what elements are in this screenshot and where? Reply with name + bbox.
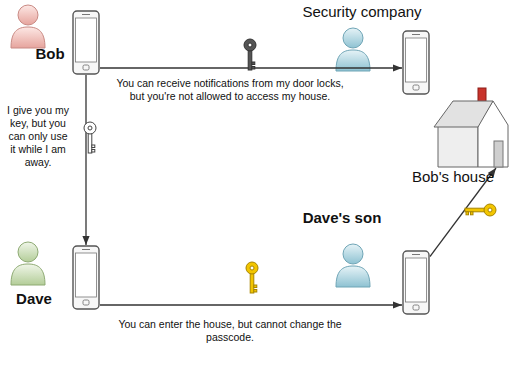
key-tooth xyxy=(254,290,257,293)
key-shaft xyxy=(465,208,485,212)
house-door xyxy=(494,141,503,167)
arrow-connector xyxy=(100,67,402,68)
key-icon xyxy=(465,204,496,216)
key-tooth xyxy=(92,145,95,148)
person-body xyxy=(11,264,45,285)
key-shaft xyxy=(88,133,92,153)
person-icon xyxy=(336,244,370,287)
phone-speaker xyxy=(82,14,90,15)
person-icon xyxy=(11,242,45,285)
phone-speaker xyxy=(412,254,420,255)
phone-node: Dave's son xyxy=(402,250,430,315)
key-tooth xyxy=(471,212,474,215)
phone-body xyxy=(403,31,429,94)
node-name: Dave xyxy=(12,290,56,308)
person-icon xyxy=(11,5,45,48)
phone-body xyxy=(73,11,99,74)
phone-icon xyxy=(402,250,430,315)
person-icon xyxy=(336,28,370,71)
house-node: Bob's house xyxy=(432,85,512,168)
phone-icon xyxy=(72,245,100,310)
phone-screen xyxy=(76,253,97,297)
phone-button xyxy=(83,65,89,70)
phone-node: Bob xyxy=(72,10,100,75)
person-body xyxy=(336,266,370,287)
key-tooth xyxy=(252,62,255,65)
key-hole xyxy=(250,266,254,270)
phone-screen xyxy=(76,18,97,62)
key-hole xyxy=(88,126,92,130)
phone-icon xyxy=(402,30,430,95)
phone-icon xyxy=(72,10,100,75)
node-name: Bob xyxy=(28,45,72,63)
key-shaft xyxy=(250,273,254,293)
key-tooth xyxy=(252,67,255,70)
edge-label: You can receive notifications from my do… xyxy=(110,77,350,103)
person-head xyxy=(18,242,38,262)
phone-speaker xyxy=(82,249,90,250)
phone-button xyxy=(413,305,419,310)
arrow-connector xyxy=(100,304,402,305)
key-icon xyxy=(84,122,96,153)
house-roof xyxy=(434,101,493,127)
phone-screen xyxy=(406,258,427,302)
key-icon xyxy=(246,262,258,293)
person-head xyxy=(343,244,363,264)
phone-body xyxy=(403,251,429,314)
node-name: Dave's son xyxy=(296,209,388,227)
phone-body xyxy=(73,246,99,309)
phone-node: Security company xyxy=(402,30,430,95)
key-hole xyxy=(488,208,492,212)
node-name: Bob's house xyxy=(410,168,496,186)
phone-node: Dave xyxy=(72,245,100,310)
person-head xyxy=(18,5,38,25)
key-head xyxy=(84,122,96,134)
phone-screen xyxy=(406,38,427,82)
house-side-wall xyxy=(438,125,478,167)
phone-button xyxy=(413,85,419,90)
person-body xyxy=(11,27,45,48)
edge-label: You can enter the house, but cannot chan… xyxy=(110,318,350,344)
key-icon xyxy=(244,39,256,70)
key-head xyxy=(244,39,256,51)
arrow-connector xyxy=(85,75,86,245)
key-tooth xyxy=(254,285,257,288)
key-shaft xyxy=(248,50,252,70)
key-head xyxy=(246,262,258,274)
person-body xyxy=(336,50,370,71)
node-name: Security company xyxy=(296,3,428,21)
phone-button xyxy=(83,300,89,305)
edge-label: I give you my key, but you can only use … xyxy=(6,104,70,169)
person-head xyxy=(343,28,363,48)
house-icon xyxy=(432,85,512,168)
key-hole xyxy=(248,43,252,47)
phone-speaker xyxy=(412,34,420,35)
key-head xyxy=(484,204,496,216)
key-tooth xyxy=(92,150,95,153)
key-tooth xyxy=(466,212,469,215)
